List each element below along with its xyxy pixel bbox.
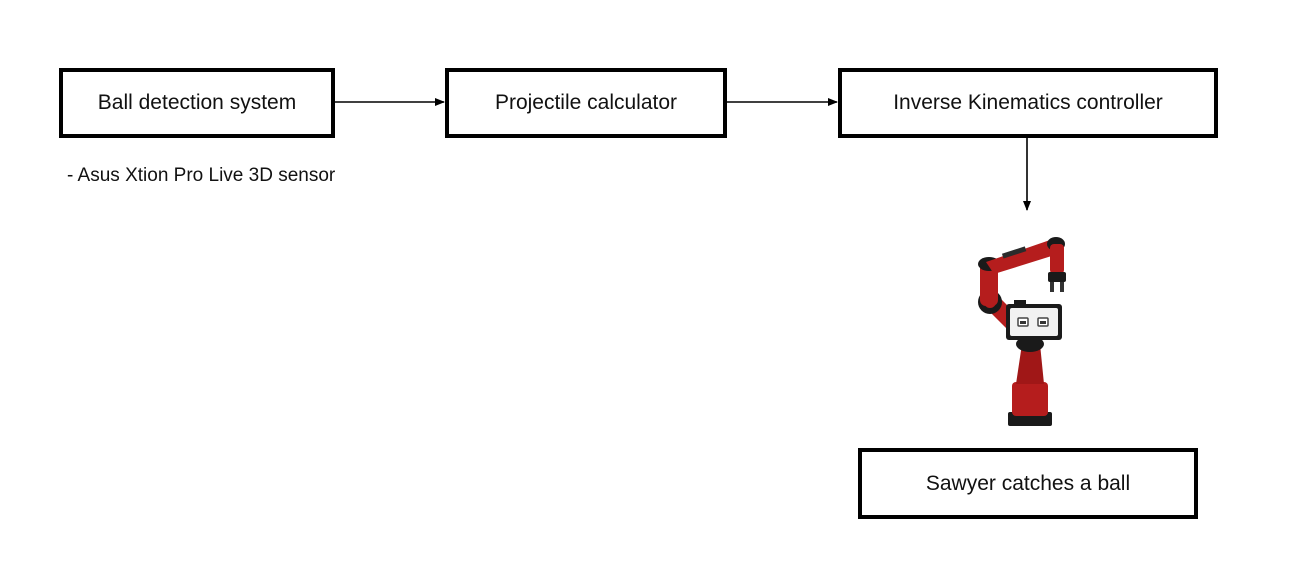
node-label: Projectile calculator: [494, 91, 678, 114]
node-label: Sawyer catches a ball: [925, 471, 1131, 495]
node-inverse-kinematics-controller: Inverse Kinematics controller: [838, 68, 1218, 138]
node-label: Inverse Kinematics controller: [893, 91, 1163, 114]
node-label: Ball detection system: [97, 91, 297, 114]
node-sawyer-catches-ball: Sawyer catches a ball: [858, 448, 1198, 519]
node-projectile-calculator: Projectile calculator: [445, 68, 727, 138]
sawyer-robot-image: [978, 237, 1066, 426]
node-ball-detection-system: Ball detection system: [59, 68, 335, 138]
sensor-note: - Asus Xtion Pro Live 3D sensor: [67, 165, 336, 186]
